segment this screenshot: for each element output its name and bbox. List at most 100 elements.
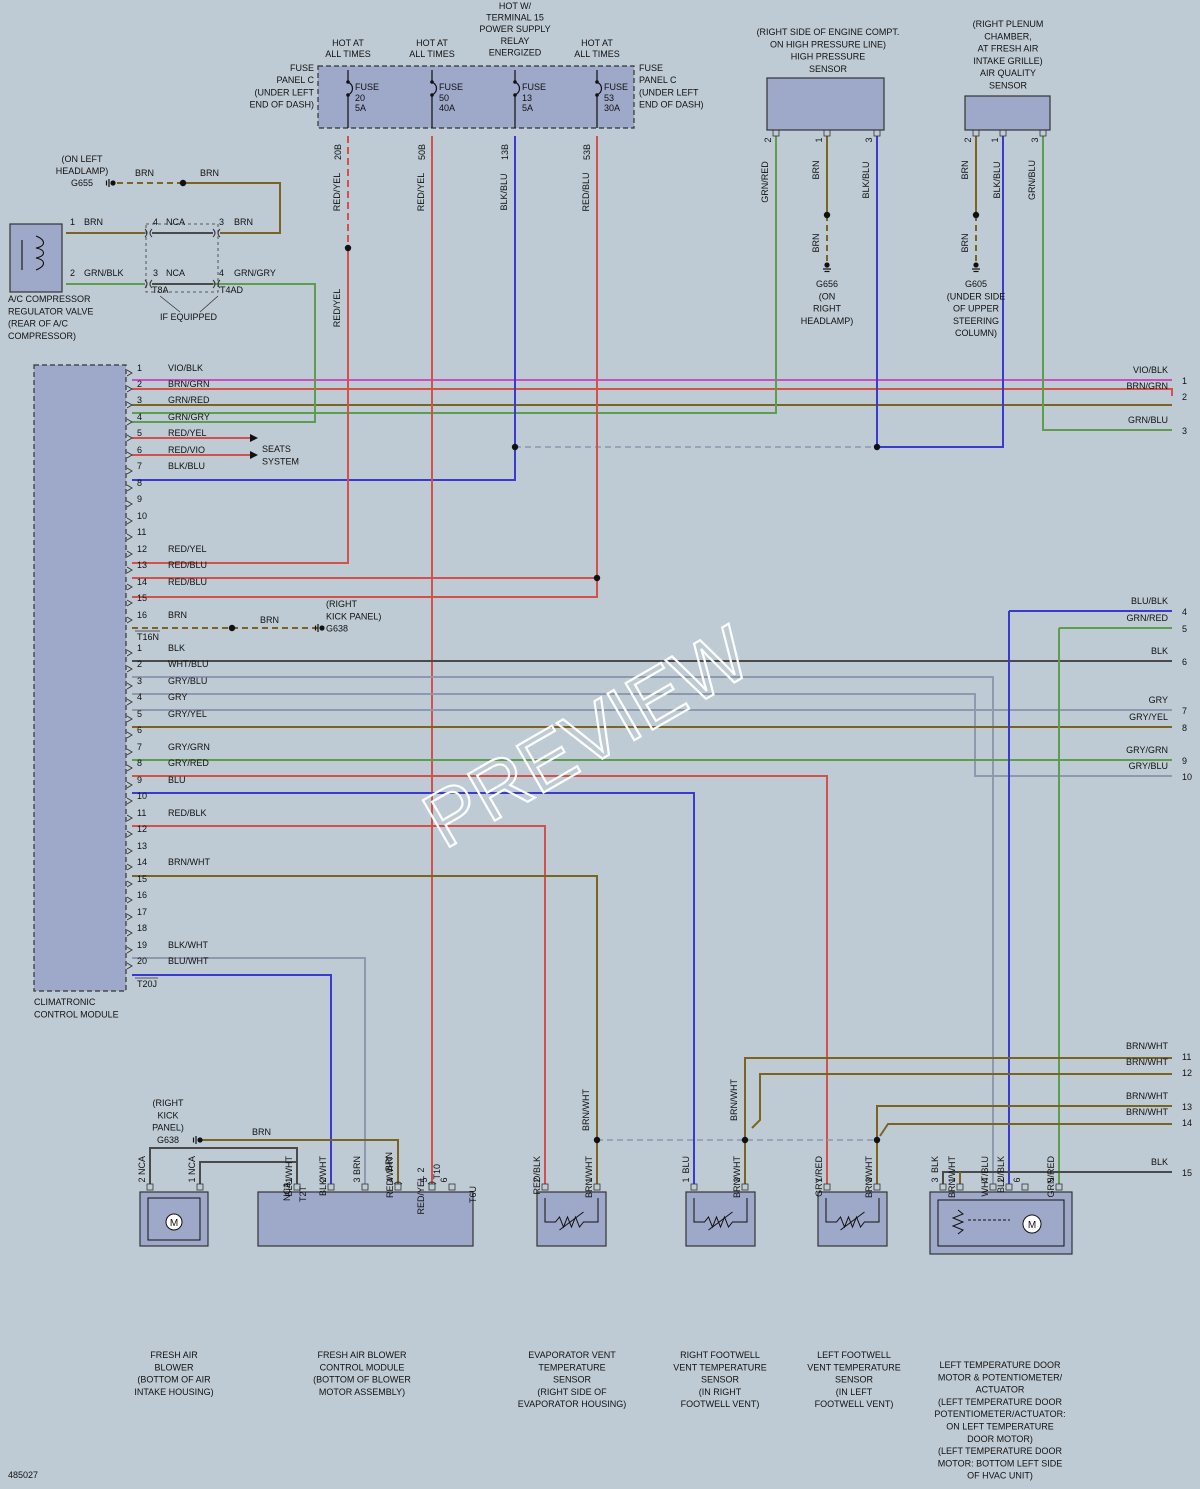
connector-pin bbox=[741, 1183, 749, 1191]
connector-pin-number: 4 bbox=[980, 1177, 990, 1182]
blower-module-label: FRESH AIR BLOWER bbox=[317, 1350, 407, 1360]
wire-label-brn: BRN bbox=[960, 233, 970, 252]
connector-t10: T10 bbox=[432, 1164, 442, 1180]
ac-valve-label: COMPRESSOR) bbox=[8, 331, 76, 341]
connector-pin-number: 1 bbox=[681, 1177, 691, 1182]
wire-red-blu-14 bbox=[132, 136, 598, 598]
module-pin-terminal bbox=[126, 484, 133, 492]
fuse-panel-c-left-label: PANEL C bbox=[276, 75, 314, 85]
wire-blk-15 bbox=[942, 1171, 1172, 1184]
connector-pin-number: 1 bbox=[947, 1177, 957, 1182]
wire-label-grn-red: GRN/RED bbox=[760, 161, 770, 203]
wire-blk-blu bbox=[132, 136, 516, 481]
connector-pin bbox=[823, 129, 831, 137]
module-pin-terminal bbox=[126, 566, 133, 574]
module-pin-terminal bbox=[126, 583, 133, 591]
right-wire-reference-number: 9 bbox=[1182, 756, 1187, 766]
right-wire-reference-number: 13 bbox=[1182, 1102, 1192, 1112]
blower-module-label: CONTROL MODULE bbox=[320, 1362, 405, 1372]
connector-pin-number: 1 bbox=[384, 1167, 394, 1172]
hot-terminal-15-label: ENERGIZED bbox=[489, 47, 542, 57]
module-pin-terminal bbox=[126, 748, 133, 756]
temperature-door-label: MOTOR & POTENTIOMETER/ bbox=[938, 1372, 1063, 1382]
wire-label-blk-blu: BLK/BLU bbox=[861, 161, 871, 198]
wire-color: BRN/WHT bbox=[732, 1156, 742, 1198]
module-pin-terminal bbox=[126, 533, 133, 541]
module-pin-terminal bbox=[126, 401, 133, 409]
wire-color: WHT/BLU bbox=[980, 1156, 990, 1197]
right-wire-reference-number: 3 bbox=[1182, 426, 1187, 436]
fuse-wire-id: 50B bbox=[417, 144, 427, 160]
arrow-icon bbox=[250, 451, 258, 459]
right-wire-reference-number: 5 bbox=[1182, 624, 1187, 634]
right-wire-color-label: BRN/WHT bbox=[1126, 1041, 1168, 1051]
motor-symbol: M bbox=[170, 1218, 178, 1229]
ground-g655-icon bbox=[105, 179, 116, 187]
module-pin-number: 5 bbox=[137, 709, 142, 719]
module-pin-number: 1 bbox=[137, 643, 142, 653]
connector-pin: 3 bbox=[153, 268, 158, 278]
wire-color: BLK/WHT bbox=[318, 1156, 328, 1197]
module-pin-terminal bbox=[126, 467, 133, 475]
connector-pin bbox=[394, 1183, 402, 1191]
evaporator-sensor-label: SENSOR bbox=[553, 1375, 592, 1385]
wire-brn-wht-12 bbox=[751, 1073, 1172, 1129]
connector-pin bbox=[1021, 1183, 1029, 1191]
module-pin-number: 8 bbox=[137, 758, 142, 768]
wire-label-brn: BRN bbox=[960, 160, 970, 179]
temperature-door-label: POTENTIOMETER/ACTUATOR: bbox=[934, 1409, 1065, 1419]
wire-red-yel-12 bbox=[132, 248, 349, 564]
module-pin-terminal bbox=[126, 616, 133, 624]
fresh-air-blower-label: INTAKE HOUSING) bbox=[134, 1387, 213, 1397]
air-quality-sensor-label: AIR QUALITY bbox=[980, 68, 1036, 78]
hot-terminal-15-label: POWER SUPPLY bbox=[479, 24, 550, 34]
connector-pin bbox=[448, 1183, 456, 1191]
climatronic-module-label: CLIMATRONIC bbox=[34, 997, 96, 1007]
hot-terminal-15-label: RELAY bbox=[501, 36, 530, 46]
connector-pin-number: 6 bbox=[1012, 1177, 1022, 1182]
fuse-number: 50 bbox=[439, 93, 449, 103]
wire-label-brn: BRN bbox=[384, 1152, 394, 1171]
hot-at-all-times-label: HOT AT bbox=[581, 38, 613, 48]
connector-pin bbox=[196, 1183, 204, 1191]
module-pin-number: 3 bbox=[137, 395, 142, 405]
module-pin-terminal bbox=[126, 929, 133, 937]
module-pin-terminal bbox=[126, 451, 133, 459]
fuse-panel-c-right-label: PANEL C bbox=[639, 75, 677, 85]
module-pin-terminal bbox=[126, 418, 133, 426]
evaporator-sensor-label: EVAPORATOR HOUSING) bbox=[518, 1399, 627, 1409]
fresh-air-blower-label: FRESH AIR bbox=[150, 1350, 198, 1360]
left-footwell-sensor-label: SENSOR bbox=[835, 1375, 874, 1385]
connector-pin-number: 5 bbox=[419, 1177, 429, 1182]
connector-pin bbox=[873, 129, 881, 137]
fuse-label: FUSE bbox=[604, 82, 628, 92]
fuse-number: 13 bbox=[522, 93, 532, 103]
left-footwell-sensor-label: LEFT FOOTWELL bbox=[817, 1350, 891, 1360]
wire-label-brn: BRN bbox=[252, 1127, 271, 1137]
connector-pin-number: 2 bbox=[416, 1167, 426, 1172]
wire-label-brn: BRN bbox=[135, 168, 154, 178]
connector-t20j: T20J bbox=[137, 979, 157, 989]
ground-g638-label: KICK PANEL) bbox=[326, 611, 381, 621]
connector-pin bbox=[593, 1183, 601, 1191]
diagram-id: 485027 bbox=[8, 1470, 38, 1480]
splice-dot bbox=[511, 443, 519, 451]
wire-nca-blower-1 bbox=[149, 1147, 298, 1184]
left-footwell-sensor-label: FOOTWELL VENT) bbox=[815, 1399, 894, 1409]
connector-pin-number: 2 bbox=[532, 1177, 542, 1182]
module-wire-color: BLK bbox=[168, 643, 185, 653]
module-pin-number: 7 bbox=[137, 742, 142, 752]
module-pin-number: 2 bbox=[137, 659, 142, 669]
ground-g638-label: (RIGHT bbox=[326, 599, 357, 609]
temperature-door-label: OF HVAC UNIT) bbox=[967, 1471, 1033, 1481]
module-pin-number: 4 bbox=[137, 412, 142, 422]
module-wire-color: BRN/WHT bbox=[168, 857, 210, 867]
module-wire-color: GRY/RED bbox=[168, 758, 209, 768]
module-wire-color: WHT/BLU bbox=[168, 659, 209, 669]
wire-label-blk-blu: BLK/BLU bbox=[992, 161, 1002, 198]
splice-dot bbox=[344, 244, 352, 252]
module-pin-terminal bbox=[126, 913, 133, 921]
right-footwell-sensor-label: RIGHT FOOTWELL bbox=[680, 1350, 760, 1360]
module-pin-terminal bbox=[126, 814, 133, 822]
